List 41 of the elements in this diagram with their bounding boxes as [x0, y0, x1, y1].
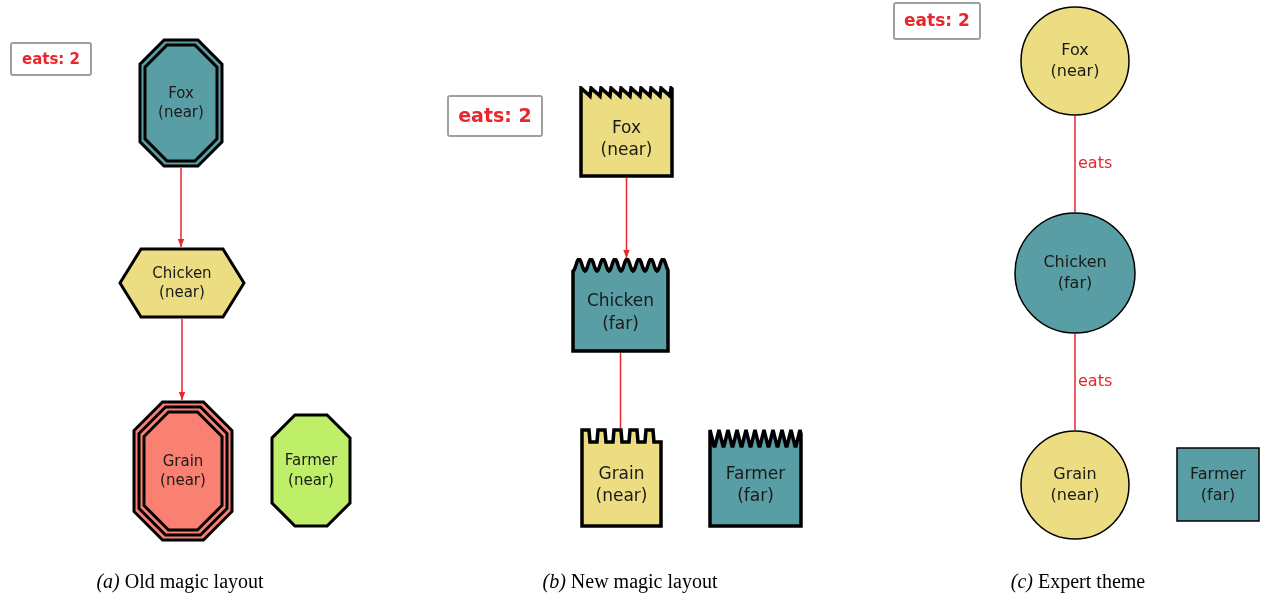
node-label: Fox (near): [158, 83, 204, 123]
wavy-top-node: [571, 258, 670, 353]
hexagon-node: [118, 247, 246, 319]
node-label: Farmer (far): [1190, 463, 1246, 506]
arrow: [178, 318, 186, 401]
count-badge: [893, 2, 981, 40]
connector-line: [1074, 333, 1076, 431]
count-text: eats: 2: [904, 10, 970, 32]
rectangle-node: [1176, 447, 1260, 522]
triple-octagon-node: [132, 400, 234, 542]
circle-node: [1020, 430, 1130, 540]
spiked-top-node: [708, 428, 803, 528]
node-label: Fox (near): [1050, 40, 1100, 82]
node-label: Farmer (near): [284, 451, 338, 490]
subfigure-caption: (c) Expert theme: [1010, 569, 1146, 595]
circle-node: [1020, 6, 1130, 116]
count-badge: [10, 42, 92, 76]
connector-line: [1074, 115, 1076, 213]
crenellated-top-node: [580, 428, 663, 528]
node-label: Farmer (far): [725, 461, 786, 507]
subfigure-caption: (b) New magic layout: [542, 569, 718, 595]
node-label: Grain (near): [595, 461, 648, 507]
double-octagon-node: [138, 38, 224, 168]
connector-line: [619, 352, 622, 429]
node-label: Grain (near): [1050, 464, 1100, 506]
count-badge: [447, 95, 543, 137]
subfigure-caption: (a) Old magic layout: [96, 569, 264, 595]
node-label: Grain (near): [160, 451, 206, 491]
count-text: eats: 2: [21, 49, 81, 69]
node-label: Chicken (near): [152, 263, 212, 303]
edge-label: eats: [1077, 155, 1114, 171]
arrow: [177, 167, 185, 248]
count-text: eats: 2: [458, 104, 532, 128]
node-label: Fox (near): [600, 115, 653, 161]
arrow: [623, 177, 630, 259]
octagon-node: [270, 413, 352, 528]
edge-label: eats: [1077, 373, 1114, 389]
circle-node: [1014, 212, 1136, 334]
node-label: Chicken (far): [1043, 252, 1107, 294]
sawtooth-top-node: [579, 86, 674, 178]
node-label: Chicken (far): [586, 289, 655, 334]
